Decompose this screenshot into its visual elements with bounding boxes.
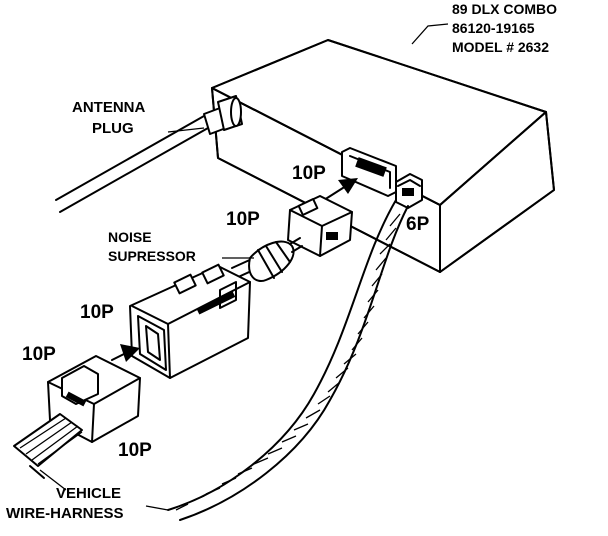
unit-socket-10p-label: 10P — [292, 163, 326, 184]
harness-plug-10p-label: 10P — [22, 344, 56, 365]
vehicle-label-line1: VEHICLE — [56, 485, 121, 502]
suppressor-out-connector — [287, 195, 353, 257]
vehicle-label-leader — [39, 469, 67, 491]
noise-suppressor — [231, 237, 303, 282]
arrow-to-suppressor — [111, 344, 140, 362]
unit-label-leader — [411, 23, 449, 45]
unit-label-line2: 86120-19165 — [452, 20, 535, 36]
noise-label-line2: SUPRESSOR — [108, 248, 196, 264]
noise-label-line1: NOISE — [108, 229, 152, 245]
vehicle-label-line2: WIRE-HARNESS — [6, 505, 124, 522]
radio-unit — [211, 39, 555, 273]
antenna-plug — [55, 95, 243, 213]
antenna-label-line1: ANTENNA — [72, 99, 145, 116]
harness-wires — [13, 413, 83, 479]
wire-bundle — [167, 199, 409, 521]
unit-label-line3: MODEL # 2632 — [452, 39, 549, 55]
suppressor-out-10p-label: 10P — [226, 209, 260, 230]
harness-label-leader — [145, 505, 169, 511]
antenna-label-line2: PLUG — [92, 120, 134, 137]
unit-label-line1: 89 DLX COMBO — [452, 1, 557, 17]
unit-6p-label: 6P — [406, 214, 430, 235]
unit-6p-connector — [395, 173, 423, 209]
arrow-to-unit — [323, 178, 358, 201]
suppressor-in-10p-label: 10P — [80, 302, 114, 323]
harness-bottom-10p-label: 10P — [118, 440, 152, 461]
antenna-label-leader — [167, 127, 205, 133]
suppressor-in-connector — [129, 263, 251, 379]
